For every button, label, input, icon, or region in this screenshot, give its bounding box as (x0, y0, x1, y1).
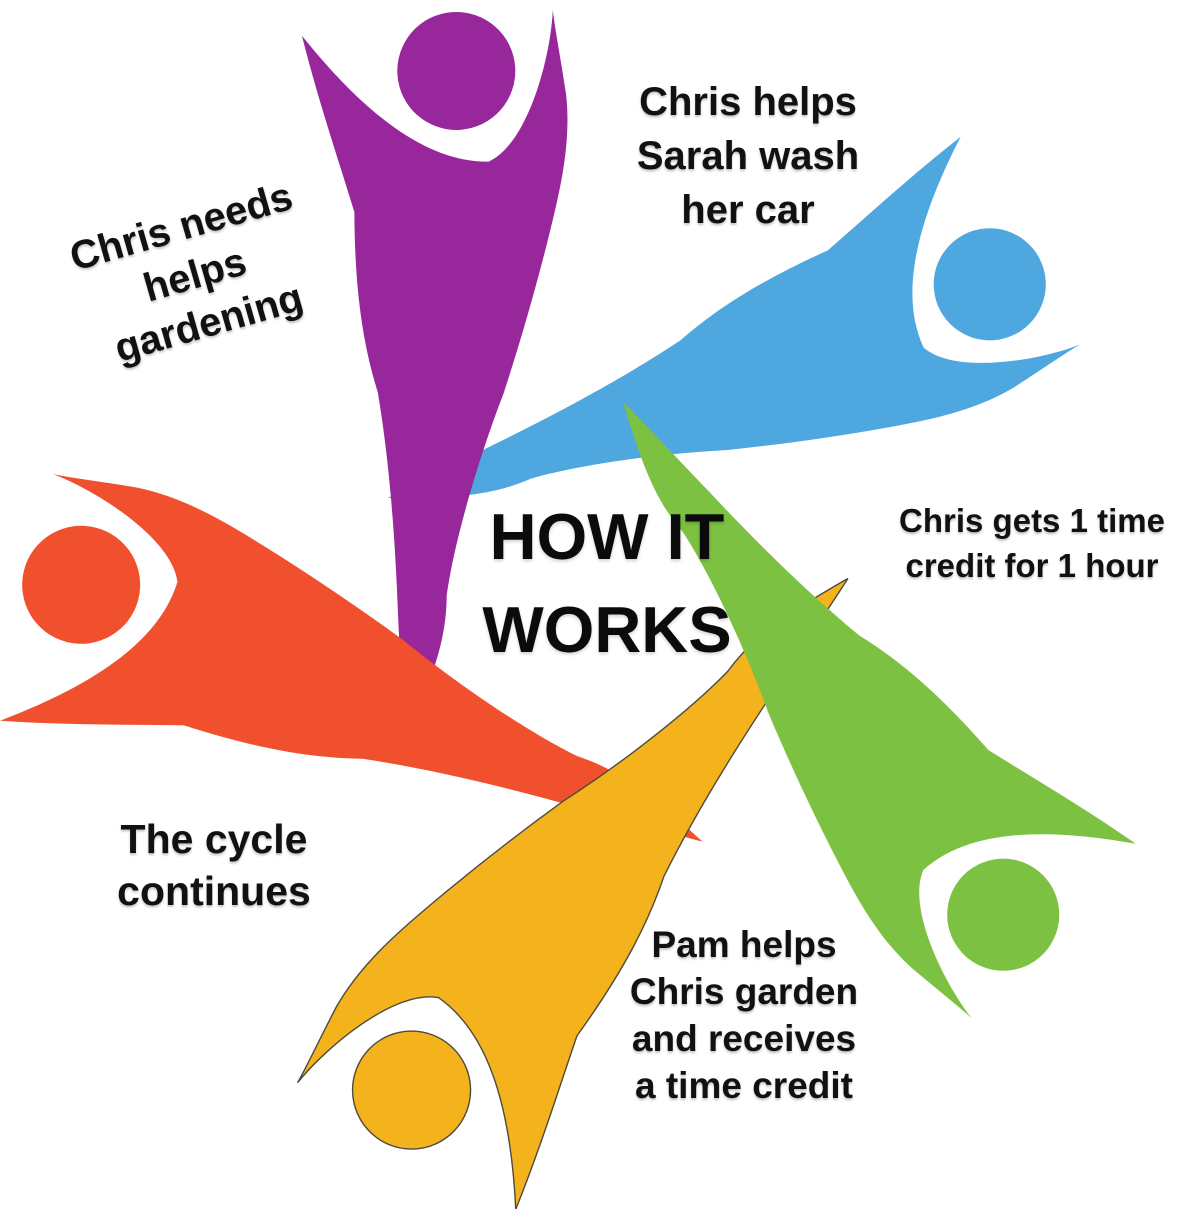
label-cycle-continues: The cycle continues (64, 813, 364, 917)
page-title: HOW IT WORKS (407, 490, 807, 676)
label-line: The cycle (120, 816, 308, 862)
label-line: a time credit (635, 1065, 853, 1106)
label-line: Chris gets 1 time (899, 502, 1165, 539)
label-line: Sarah wash (636, 134, 860, 178)
label-line: continues (117, 868, 311, 914)
label-pam-helps-chris: Pam helps Chris garden and receives a ti… (589, 921, 899, 1109)
label-chris-gets-credit: Chris gets 1 time credit for 1 hour (872, 498, 1185, 588)
label-line: her car (681, 188, 815, 232)
label-line: credit for 1 hour (905, 547, 1159, 584)
label-line: Chris garden (629, 971, 859, 1012)
label-line: Pam helps (651, 924, 837, 965)
title-line: HOW IT (489, 500, 725, 573)
label-line: and receives (631, 1018, 857, 1059)
label-chris-helps-sarah: Chris helps Sarah wash her car (588, 75, 908, 237)
title-line: WORKS (482, 593, 732, 666)
label-line: Chris helps (639, 80, 857, 124)
